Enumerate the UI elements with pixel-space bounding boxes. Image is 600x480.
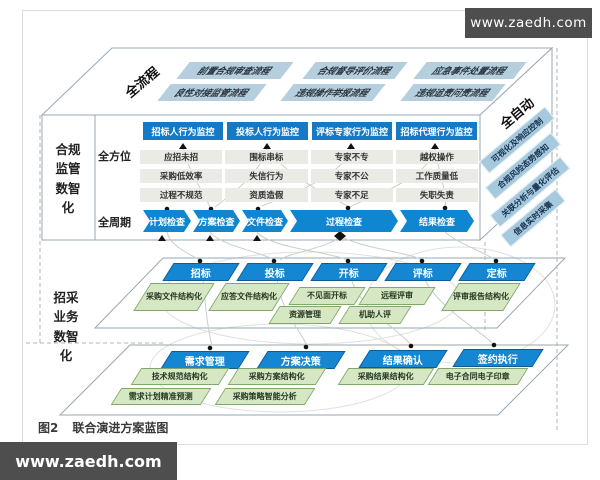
risk-cell: 越权操作 xyxy=(395,150,478,164)
proc-stage-label: 结果确认 xyxy=(383,355,423,367)
proc-tool-box: 电子合同电子印章 xyxy=(427,368,529,385)
bid-tool-label: 应答文件结构化 xyxy=(221,292,277,301)
risk-row: 过程不规范 资质造假 专家不足 失职失责 xyxy=(140,188,478,202)
risk-cell: 失职失责 xyxy=(395,188,478,202)
watermark-badge-bottom: www.zaedh.com xyxy=(0,442,177,480)
bid-tool-box: 远程评审 xyxy=(358,287,436,305)
bid-tool-box: 资源管理 xyxy=(268,306,342,324)
watermark-badge-top: www.zaedh.com xyxy=(465,8,592,38)
proc-tool-label: 采购结果结构化 xyxy=(358,371,414,381)
proc-stage-header: 方案决策 xyxy=(256,351,346,369)
monitor-box: 投标人行为监控 xyxy=(227,122,308,140)
bid-stage-label: 投标 xyxy=(265,268,285,280)
process-flow-box: 违规追责问责流程 xyxy=(400,84,506,101)
bid-tool-label: 采购文件结构化 xyxy=(146,292,202,301)
risk-cell: 专家不足 xyxy=(310,188,393,202)
bid-tool-label: 远程评审 xyxy=(381,291,413,300)
risk-cell: 采购低效率 xyxy=(140,169,223,183)
bid-stage-header: 招标 xyxy=(162,263,240,281)
proc-tool-label: 电子合同电子印章 xyxy=(446,371,510,381)
proc-stage-label: 方案决策 xyxy=(281,356,321,368)
bid-stage-label: 招标 xyxy=(191,268,211,280)
risk-cell: 专家不专 xyxy=(310,150,393,164)
bid-stage-header: 投标 xyxy=(236,263,314,281)
risk-cell: 围标串标 xyxy=(225,150,308,164)
risk-row: 采购低效率 失信行为 专家不公 工作质量低 xyxy=(140,169,478,183)
monitor-box: 招标人行为监控 xyxy=(143,122,223,140)
connector-markers xyxy=(158,143,499,351)
bidding-side-label: 招采业务数智化 xyxy=(53,290,79,364)
bid-tool-label: 机助人评 xyxy=(359,310,391,319)
dim-label-scope: 全方位 xyxy=(98,150,131,163)
risk-cell: 应招未招 xyxy=(140,150,223,164)
cycle-check-chevron: 结果检查 xyxy=(400,210,474,232)
dim-label-cycle: 全周期 xyxy=(98,216,131,229)
proc-tool-box: 需求计划精准预测 xyxy=(110,388,212,405)
proc-stage-label: 需求管理 xyxy=(185,356,225,368)
cycle-check-row: 计划检查 方案检查 文件检查 过程检查 结果检查 xyxy=(143,210,474,232)
bid-stage-header: 定标 xyxy=(458,263,536,281)
process-flow-box: 应急事件处置流程 xyxy=(413,62,527,79)
proc-tool-box: 采购结果结构化 xyxy=(337,368,435,385)
proc-tool-box: 采购方案结构化 xyxy=(227,368,327,385)
monitor-box: 评标专家行为监控 xyxy=(312,122,392,140)
risk-row: 应招未招 围标串标 专家不专 越权操作 xyxy=(140,150,478,164)
proc-tool-box: 采购策略智能分析 xyxy=(214,388,316,405)
bid-stage-label: 评标 xyxy=(413,268,433,280)
bid-stage-header: 开标 xyxy=(310,263,388,281)
cycle-check-chevron: 方案检查 xyxy=(193,210,240,232)
proc-tool-label: 采购方案结构化 xyxy=(249,371,305,381)
bid-tool-label: 不见面开标 xyxy=(307,291,347,300)
proc-stage-header: 需求管理 xyxy=(160,351,250,369)
figure-frame xyxy=(22,10,588,445)
risk-cell: 资质造假 xyxy=(225,188,308,202)
cycle-check-chevron: 计划检查 xyxy=(143,210,191,232)
risk-cell: 失信行为 xyxy=(225,169,308,183)
proc-stage-header: 结果确认 xyxy=(358,350,448,368)
proc-tool-label: 采购策略智能分析 xyxy=(233,391,297,401)
process-flow-box: 违规操作举报流程 xyxy=(280,84,386,101)
risk-cell: 工作质量低 xyxy=(395,169,478,183)
bid-tool-box: 机助人评 xyxy=(338,306,412,324)
process-flow-box: 前置合规审查流程 xyxy=(176,62,294,79)
bid-tool-box: 不见面开标 xyxy=(288,287,366,305)
compliance-side-label: 合规监管数智化 xyxy=(55,142,81,216)
monitor-box: 招标代理行为监控 xyxy=(396,122,477,140)
figure-caption-label: 图2 xyxy=(38,421,59,435)
bid-stage-label: 开标 xyxy=(339,268,359,280)
bid-stage-header: 评标 xyxy=(384,263,462,281)
proc-tool-label: 技术规范结构化 xyxy=(152,371,208,381)
proc-stage-label: 签约执行 xyxy=(478,354,518,366)
figure-caption-title: 联合演进方案蓝图 xyxy=(72,421,169,435)
figure-caption: 图2 联合演进方案蓝图 xyxy=(38,419,168,436)
proc-tool-label: 需求计划精准预测 xyxy=(129,391,193,401)
cycle-check-chevron: 过程检查 xyxy=(290,210,398,232)
process-flow-box: 合规督导评价流程 xyxy=(302,62,408,79)
proc-stage-header: 签约执行 xyxy=(452,349,544,367)
risk-cell: 过程不规范 xyxy=(140,188,223,202)
bid-tool-label: 评审报告结构化 xyxy=(453,292,509,301)
risk-cell: 专家不公 xyxy=(310,169,393,183)
process-flow-box: 良性对接监管流程 xyxy=(157,84,267,101)
bid-tool-label: 资源管理 xyxy=(289,310,321,319)
cycle-check-chevron: 文件检查 xyxy=(242,210,288,232)
bid-stage-label: 定标 xyxy=(487,268,507,280)
proc-tool-box: 技术规范结构化 xyxy=(130,368,230,385)
slab-outlines xyxy=(58,257,570,416)
